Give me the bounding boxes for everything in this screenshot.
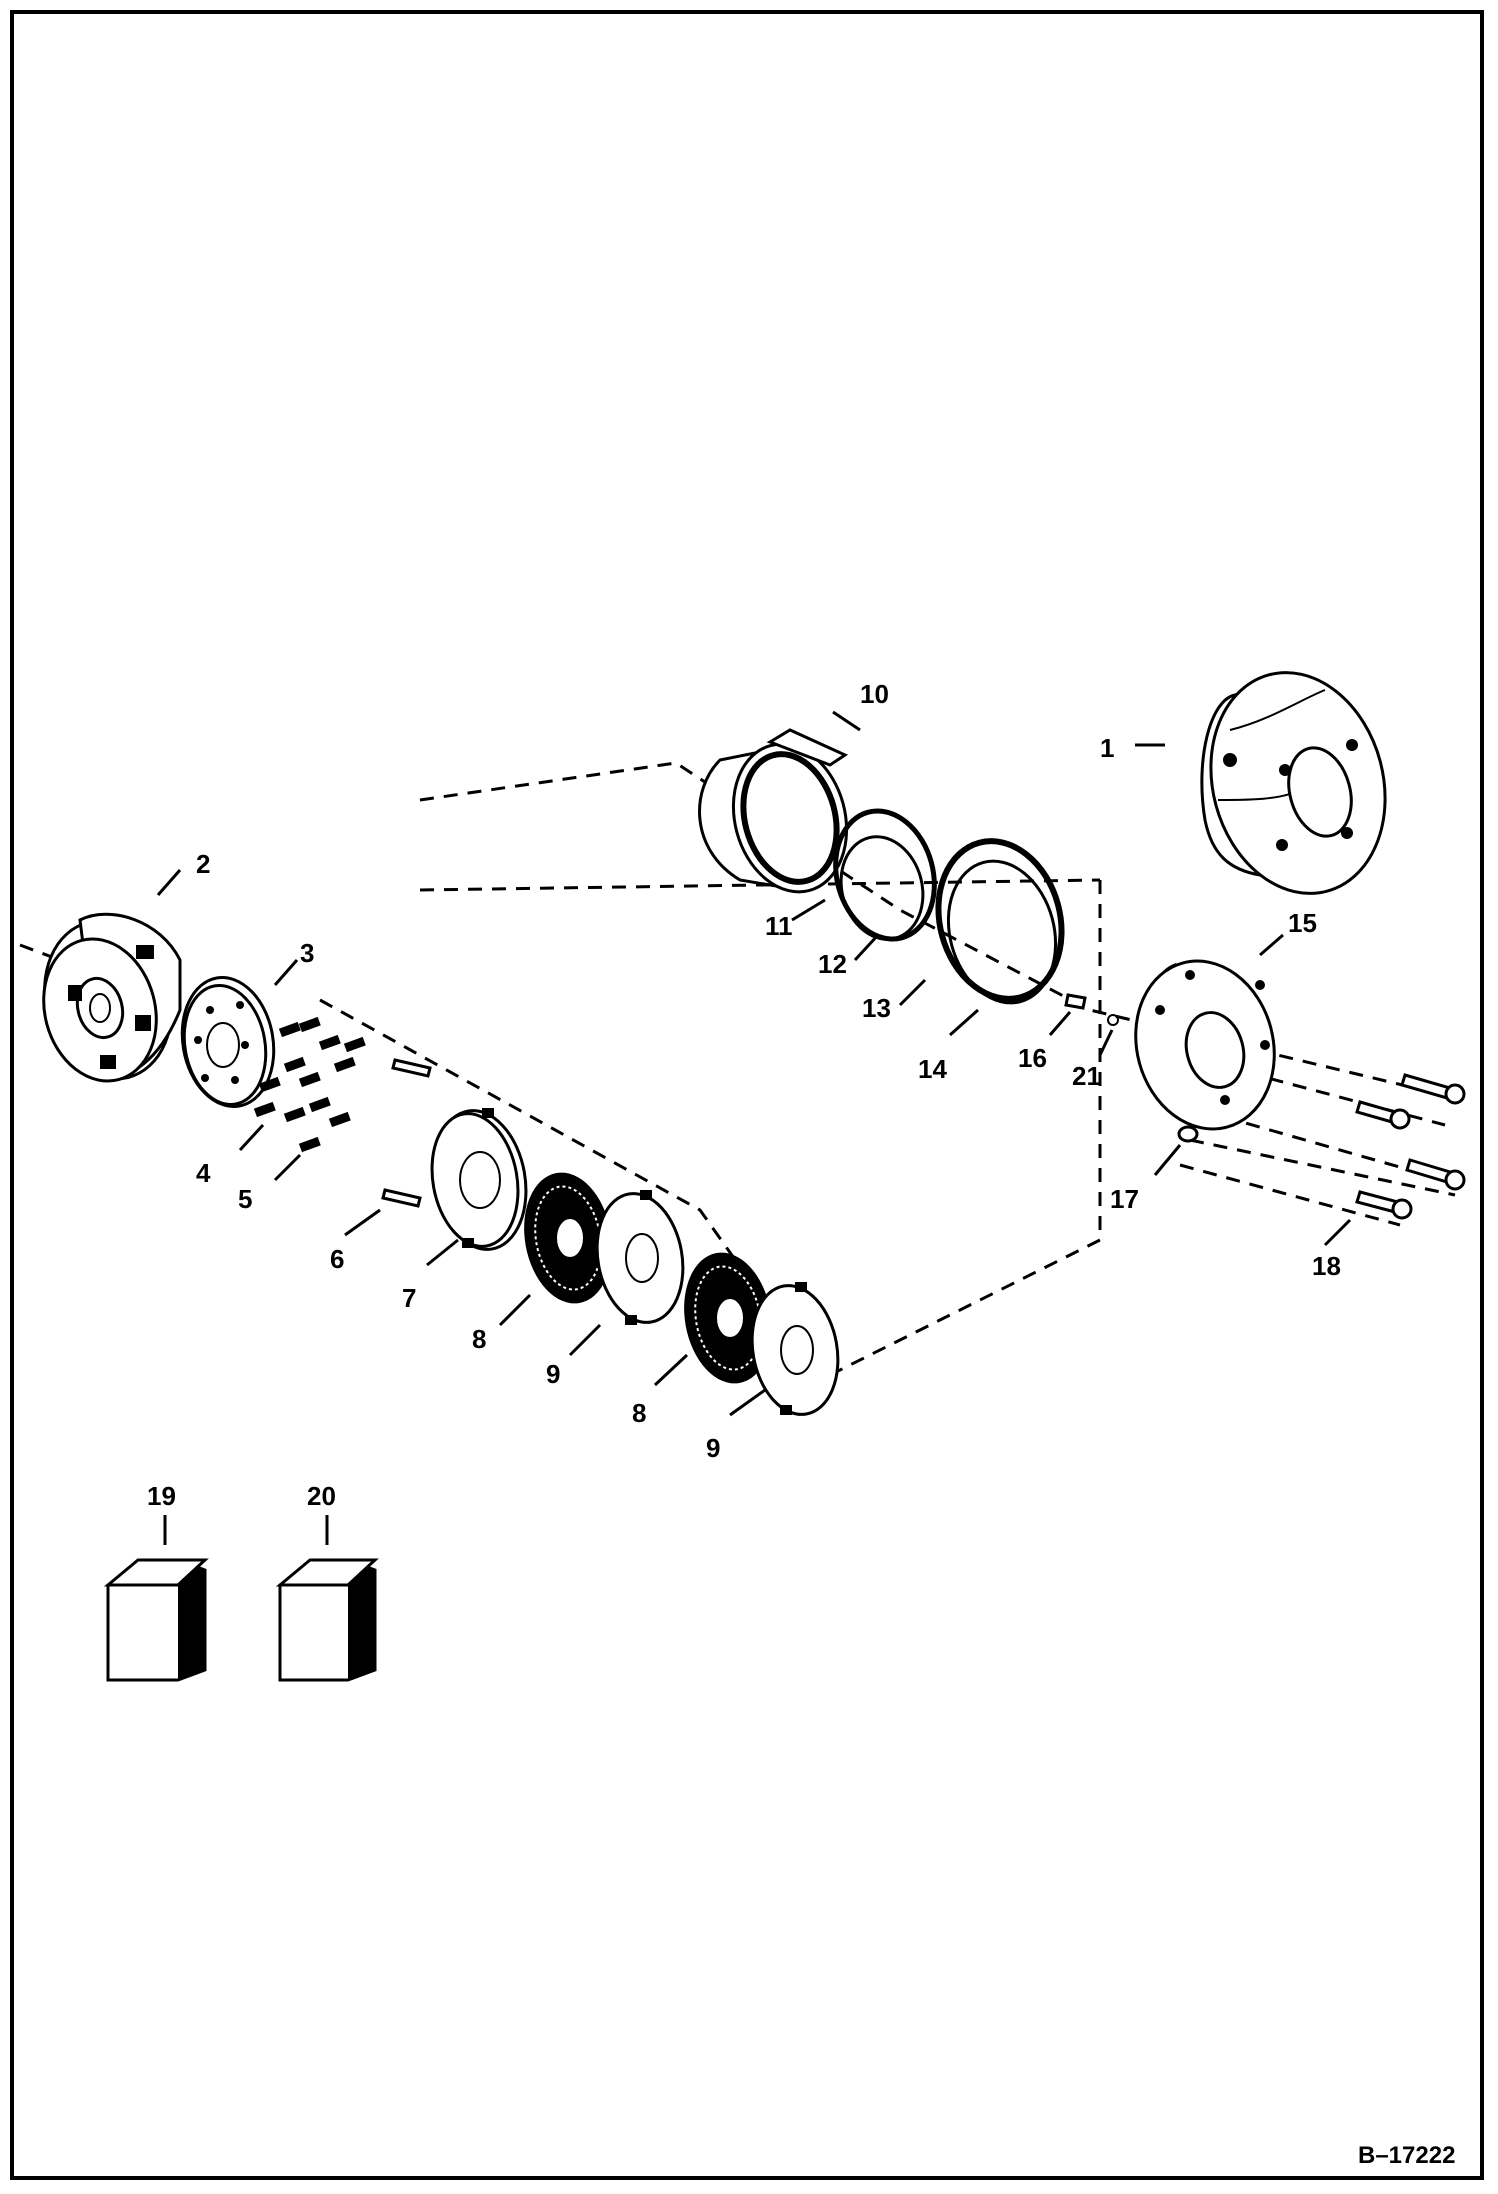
part-12-backup-ring [839, 835, 925, 941]
callout-14: 14 [918, 1054, 947, 1084]
part-17-plug [1177, 1125, 1199, 1143]
callout-6: 6 [330, 1244, 344, 1274]
callout-1: 1 [1100, 733, 1114, 763]
callout-4: 4 [196, 1158, 211, 1188]
callout-18: 18 [1312, 1251, 1341, 1281]
part-15-end-plate [1134, 959, 1276, 1131]
callout-9-second: 9 [706, 1433, 720, 1463]
callout-2: 2 [196, 849, 210, 879]
callout-13: 13 [862, 993, 891, 1023]
callout-17: 17 [1110, 1184, 1139, 1214]
part-8-friction-disc-b [684, 1252, 772, 1384]
part-7-plate [430, 1108, 528, 1251]
part-20-kit [275, 1558, 379, 1682]
callout-11: 11 [765, 911, 793, 941]
callout-20: 20 [307, 1481, 336, 1511]
callout-19: 19 [147, 1481, 176, 1511]
part-2-end-cover [42, 912, 182, 1083]
part-11-seal [833, 808, 937, 942]
callout-10: 10 [860, 679, 889, 709]
part-8-friction-disc-a [524, 1172, 612, 1304]
callout-12: 12 [818, 949, 847, 979]
part-13-seal [935, 838, 1065, 1002]
part-14-backup-ring [946, 859, 1058, 1005]
parts-4-5-springs [253, 1016, 366, 1153]
callout-3: 3 [300, 938, 314, 968]
callout-9: 9 [546, 1359, 560, 1389]
diagram-frame [10, 10, 1484, 2180]
part-1-housing [1200, 671, 1387, 895]
callout-8-second: 8 [632, 1398, 646, 1428]
part-9-steel-plate-b [750, 1282, 840, 1416]
callouts: 1 2 3 4 5 6 7 8 9 8 9 10 11 12 13 14 15 … [147, 679, 1341, 1511]
callout-5: 5 [238, 1184, 252, 1214]
callout-8: 8 [472, 1324, 486, 1354]
callout-16: 16 [1018, 1043, 1047, 1073]
callout-21: 21 [1072, 1061, 1101, 1091]
leader-lines [156, 710, 1352, 1545]
part-9-steel-plate-a [595, 1190, 685, 1325]
callout-15: 15 [1288, 908, 1317, 938]
figure-id: B–17222 [1358, 2142, 1455, 2169]
callout-7: 7 [402, 1283, 416, 1313]
part-3-piston-plate [180, 976, 276, 1108]
part-6-pins [381, 1058, 432, 1208]
part-18-bolts [1355, 1073, 1466, 1220]
part-16-fitting [1064, 993, 1087, 1010]
part-10-sleeve [698, 728, 849, 894]
part-19-kit [103, 1558, 209, 1682]
part-21-orifice [1107, 1014, 1119, 1026]
